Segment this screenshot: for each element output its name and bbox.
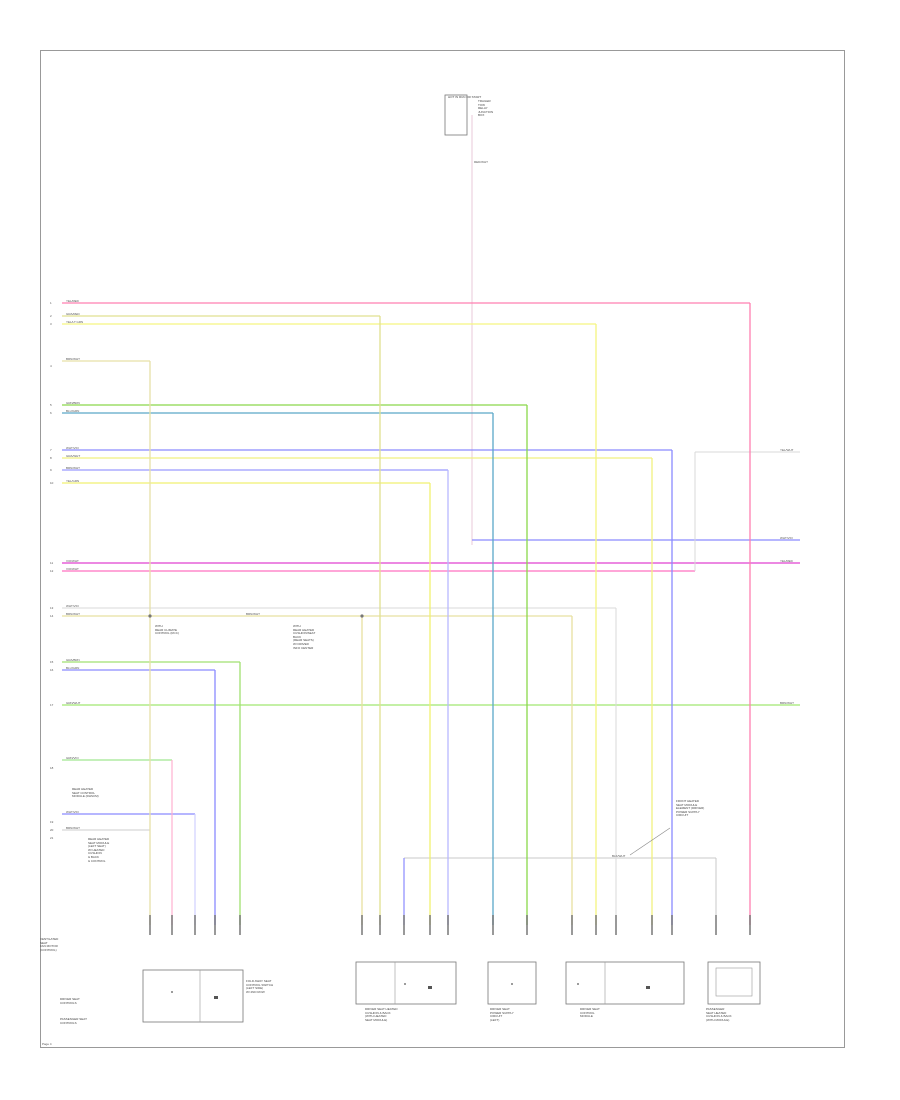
wire-label-right-4: BRN/WHT (780, 701, 794, 705)
wire-label-10: YEL/GRN (66, 479, 80, 483)
wire-label-1: YEL/RED (66, 299, 79, 303)
leader-line (629, 827, 671, 856)
wire-label-9: BRN/WHT (66, 466, 80, 470)
left-pin-8: 8 (50, 456, 52, 460)
component-box-5 (707, 961, 761, 1005)
wire-label-4: BRN/WHT (66, 357, 80, 361)
diagram-frame (40, 50, 845, 1048)
left-pin-3: 3 (50, 322, 52, 326)
left-pin-1: 1 (50, 301, 52, 305)
connector-pins (149, 915, 751, 935)
left-pin-2: 2 (50, 314, 52, 318)
wire-label-right-3: YEL/RED (780, 559, 793, 563)
left-pin-7: 7 (50, 448, 52, 452)
note-1: WITH REAR CLIMATE CONTROL (RCC) (155, 624, 179, 636)
junction-box-top (444, 94, 468, 136)
wire-label-11: VIO/WHT (66, 559, 79, 563)
junction-box-label: TRAILER TOW RELAY JUNCTION BOX (478, 99, 494, 118)
wire-label-18: GRN/VIO (66, 756, 79, 760)
left-pin-15: 15 (50, 660, 54, 664)
left-pin-20: 20 (50, 828, 54, 832)
box-symbols (171, 983, 650, 999)
left-pin-19: 19 (50, 820, 54, 824)
wire-label-right-1: YEL/WHT (780, 448, 794, 452)
legend-item-2: PASSENGER SEAT CONTROLS (60, 1017, 87, 1025)
note-3: REAR HEATED SEAT CONTROL MODULE (RHSCM) (72, 787, 99, 799)
wire-label-12: VIO/WHT (66, 567, 79, 571)
component-box-4 (565, 961, 685, 1005)
component-label-2: DRIVER SEAT HEATED CUSHION & BACK (WITH … (365, 1007, 398, 1022)
left-pin-13: 13 (50, 606, 54, 610)
wire-label-14: BRN/WHT (66, 612, 80, 616)
left-pin-9: 9 (50, 468, 52, 472)
wire-label-20: BRN/WHT (66, 826, 80, 830)
component-label-4: DRIVER SEAT CONTROL MODULE (580, 1007, 600, 1019)
wire-label-splice-mid: BRN/WHT (246, 612, 260, 616)
wire-label-15: GRA/BRN (66, 658, 80, 662)
left-pin-6: 6 (50, 411, 52, 415)
left-pin-18: 18 (50, 766, 54, 770)
wire-label-7: WHT/VIO (66, 446, 79, 450)
wire-label-right-2: WHT/VIO (780, 536, 793, 540)
junction-box-pin-label: RED/WHT (474, 160, 488, 164)
note-2: WITH REAR HEATED CUSHION/SEAT BACK (REAR… (293, 624, 316, 650)
note-4: FRONT HEATED SEAT MODULE ELEMENT (DRIVER… (676, 799, 705, 818)
component-label-1: FOLD AWAY SEAT CONTROL SWITCH (LEFT SIDE… (246, 979, 274, 994)
component-label-3: DRIVER SEAT POWER SUPPLY CIRCUIT (LEFT) (490, 1007, 514, 1022)
left-pin-4: 4 (50, 364, 52, 368)
left-pin-17: 17 (50, 703, 54, 707)
left-pin-16: 16 (50, 668, 54, 672)
left-pin-11: 11 (50, 561, 54, 565)
left-pin-21: 21 (50, 836, 54, 840)
component-box-1 (142, 969, 244, 1023)
component-box-3 (487, 961, 537, 1005)
left-pin-12: 12 (50, 569, 54, 573)
wire-label-3: YEL/LT GRN (66, 320, 84, 324)
splice-dot-1 (148, 614, 152, 618)
component-label-5: PASSENGER SEAT HEATED CUSHION & BACK (WI… (706, 1007, 732, 1022)
wire-label-17: GRN/WHT (66, 701, 81, 705)
note-6: VENTILATED SEAT FAN MOTOR (CONTROL) (40, 937, 59, 952)
wire-label-ground: BLK/WHT (612, 854, 626, 858)
note-5: REAR HEATED SEAT MODULE (LEFT SEAT) W/ H… (88, 837, 110, 863)
wire-label-5: GRN/BRN (66, 401, 80, 405)
left-pin-14: 14 (50, 614, 54, 618)
wire-label-8: GRA/WHT (66, 454, 81, 458)
wire-label-13: WHT/VIO (66, 604, 79, 608)
left-pin-10: 10 (50, 481, 54, 485)
page-label: Page 4 (42, 1042, 52, 1046)
junction-box-text: HOT IN RUN OR START (448, 95, 482, 99)
wire-label-2: GRA/RED (66, 312, 80, 316)
splice-dot-2 (360, 614, 364, 618)
legend-item-1: DRIVER SEAT CONTROLS (60, 997, 80, 1005)
wire-label-6: BLU/GRN (66, 409, 80, 413)
component-box-2 (355, 961, 457, 1005)
left-pin-5: 5 (50, 403, 52, 407)
wire-label-19: WHT/VIO (66, 810, 79, 814)
wire-label-16: BLU/GRN (66, 666, 80, 670)
